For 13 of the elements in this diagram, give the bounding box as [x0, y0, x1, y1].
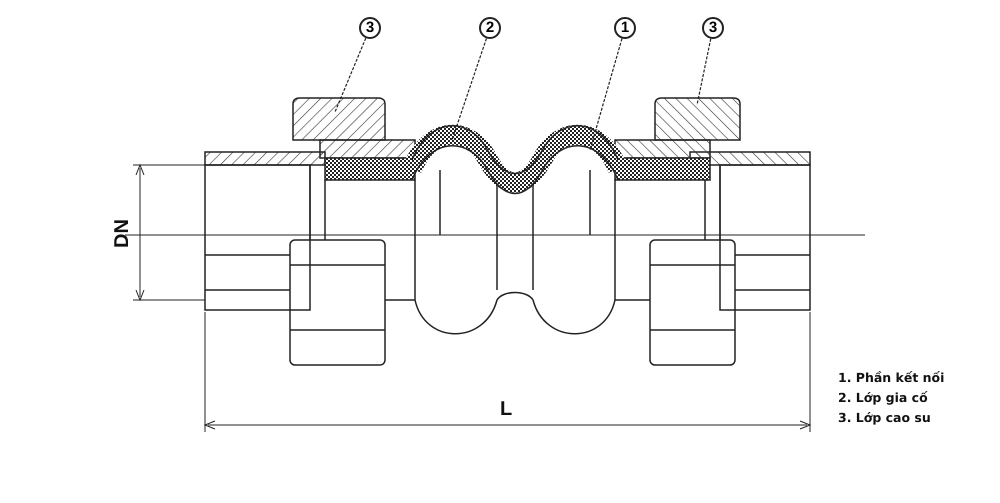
leader-line [589, 38, 623, 150]
leader-line [451, 38, 488, 140]
callout-number: 1 [614, 17, 636, 39]
dimension-label: DN [110, 219, 134, 248]
callout-number: 2 [479, 17, 501, 39]
callout-number: 3 [702, 17, 724, 39]
leader-line [696, 38, 712, 106]
legend-text: 1. Phần kết nối [838, 370, 944, 385]
callout-number: 3 [359, 17, 381, 39]
legend-text: 3. Lớp cao su [838, 410, 931, 425]
dimension-label: L [500, 398, 512, 421]
leader-line [334, 38, 366, 112]
legend-text: 2. Lớp gia cố [838, 390, 928, 405]
